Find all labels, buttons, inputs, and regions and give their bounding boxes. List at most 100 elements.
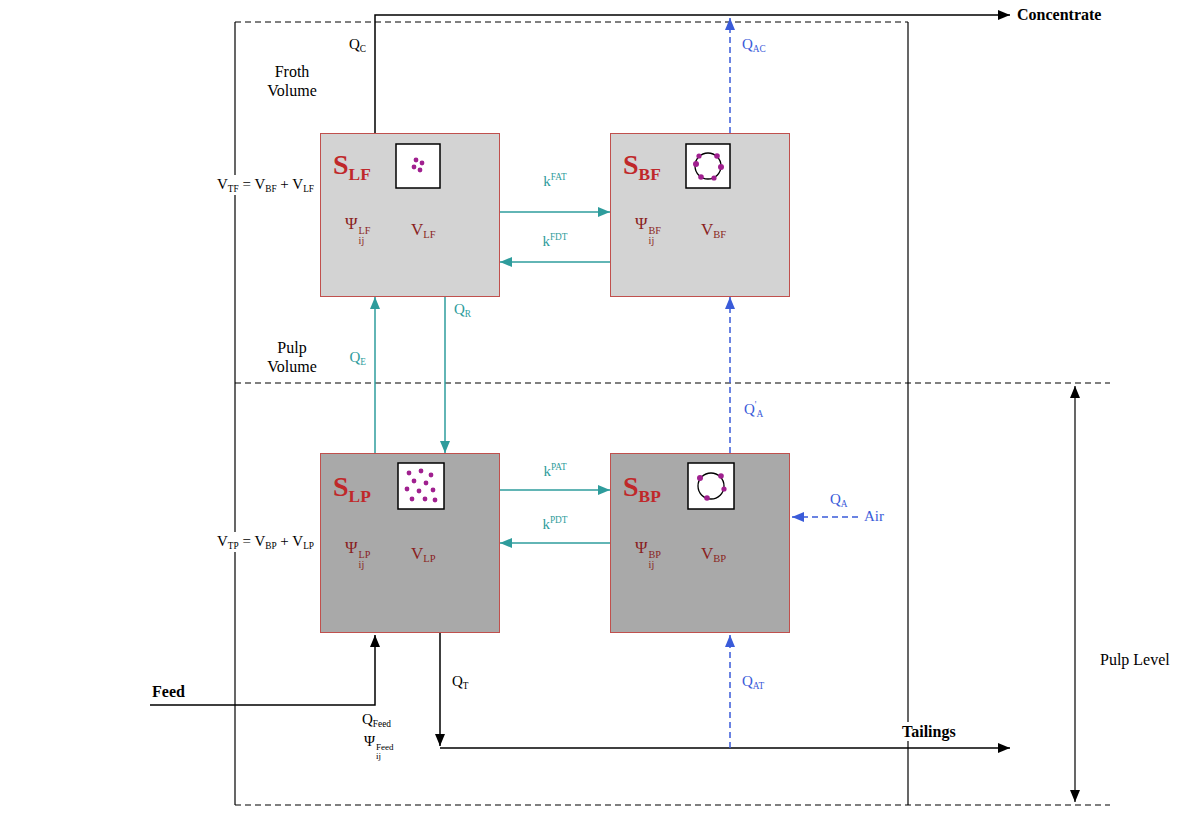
edge-label: kPDT <box>540 515 569 533</box>
concentrate-stream <box>375 15 1010 133</box>
text-part: BF <box>713 229 726 240</box>
text-part: Feed <box>376 743 394 752</box>
volume-equation: VTF = VBF + VLF <box>215 175 316 195</box>
flow-symbol: QFeed <box>360 710 393 730</box>
transfer-arrow <box>500 211 610 213</box>
stream-name: Feed <box>150 682 187 701</box>
text-part: ij <box>376 752 394 761</box>
text-part: V <box>701 544 713 563</box>
text-part: Q <box>830 491 841 507</box>
text-part: V <box>217 176 228 192</box>
text-part: Feed <box>373 719 391 729</box>
text-part: LP <box>349 487 371 506</box>
text-part: LF <box>303 184 314 194</box>
text-part: Ψ <box>364 733 375 749</box>
index-stack: ijLP <box>359 550 371 571</box>
edge-label: kFDT <box>540 232 569 250</box>
index-stack: ijBF <box>649 226 661 247</box>
text-part: Q <box>744 401 755 417</box>
text-part: BP <box>649 550 661 561</box>
tailings-stream <box>440 747 1010 749</box>
text-part: ij <box>649 236 661 247</box>
volume-equation: VTP = VBP + VLP <box>215 532 316 552</box>
text-part: ij <box>649 560 661 571</box>
bubble-particles-icon <box>685 143 731 189</box>
text-part: ' <box>755 400 757 410</box>
state-box: SBPΨijBPVBP <box>610 453 790 633</box>
text-part: BF <box>639 165 661 184</box>
concentration-symbol: ΨijBF <box>635 214 661 247</box>
state-symbol: SBP <box>623 470 661 507</box>
text-part: AT <box>753 681 764 691</box>
text-part: LF <box>349 165 371 184</box>
edge-label: kFAT <box>541 172 568 190</box>
pulp-froth-interface <box>235 382 1110 383</box>
volume-symbol: VBP <box>701 544 726 566</box>
text-part: Q <box>349 349 360 365</box>
feed-stream <box>150 635 375 705</box>
dimension-label: Pulp Level <box>1098 650 1172 669</box>
text-part: V <box>701 220 713 239</box>
index-stack: ijFeed <box>376 743 394 762</box>
text-part: Ψ <box>345 214 358 233</box>
text-part: Q <box>454 301 465 317</box>
index-stack: ijLF <box>359 226 371 247</box>
text-part: A <box>757 409 764 419</box>
text-part: S <box>623 149 639 180</box>
air-inlet <box>792 516 858 518</box>
text-part: BP <box>713 553 726 564</box>
state-symbol: SLP <box>333 470 371 507</box>
froth-top-boundary <box>235 21 908 22</box>
transfer-arrow <box>500 261 610 263</box>
text-part: R <box>465 309 471 319</box>
cell-wall <box>234 22 235 805</box>
tailings-drop <box>439 633 441 746</box>
edge-label: QE <box>347 348 368 368</box>
text-part: LP <box>303 541 314 551</box>
text-part: Ψ <box>635 538 648 557</box>
text-part: S <box>623 471 639 502</box>
text-part: ij <box>359 560 371 571</box>
cell-wall <box>907 22 908 805</box>
text-part: LF <box>359 226 371 237</box>
text-part: BF <box>649 226 661 237</box>
air-to-concentrate <box>729 18 731 133</box>
text-part: FDT <box>550 232 568 242</box>
stream-name: Air <box>862 507 886 525</box>
text-part: V <box>292 176 303 192</box>
flow-symbol: QA <box>828 490 850 510</box>
text-part: Q <box>349 36 360 52</box>
transfer-arrow <box>444 297 446 453</box>
text-part: k <box>542 233 550 249</box>
transfer-arrow <box>500 542 610 544</box>
text-part: TP <box>228 541 239 551</box>
text-part: V <box>292 533 303 549</box>
text-part: ij <box>359 236 371 247</box>
text-part: Q <box>452 673 463 689</box>
text-part: V <box>217 533 228 549</box>
text-part: V <box>254 533 265 549</box>
text-part: LF <box>423 229 435 240</box>
text-part: k <box>543 173 551 189</box>
state-box: SBFΨijBFVBF <box>610 133 790 297</box>
volume-symbol: VLF <box>411 220 436 242</box>
text-part: LP <box>359 550 371 561</box>
text-part: Ψ <box>345 538 358 557</box>
edge-label: QR <box>452 300 473 320</box>
stream-name: Concentrate <box>1015 5 1103 24</box>
free-particles-icon <box>395 143 441 189</box>
text-part: Q <box>362 711 373 727</box>
text-part: k <box>542 516 550 532</box>
text-part: BP <box>265 541 276 551</box>
bubble-particles-icon <box>687 462 735 510</box>
air-tailings-stream <box>729 635 731 748</box>
volume-symbol: VBF <box>701 220 726 242</box>
text-part: PDT <box>550 515 568 525</box>
transfer-arrow <box>500 489 610 491</box>
text-part: C <box>360 44 366 54</box>
concentration-symbol: ΨijBP <box>635 538 661 571</box>
text-part: V <box>411 544 423 563</box>
zone-name: Froth Volume <box>249 62 335 100</box>
text-part: TF <box>228 184 239 194</box>
